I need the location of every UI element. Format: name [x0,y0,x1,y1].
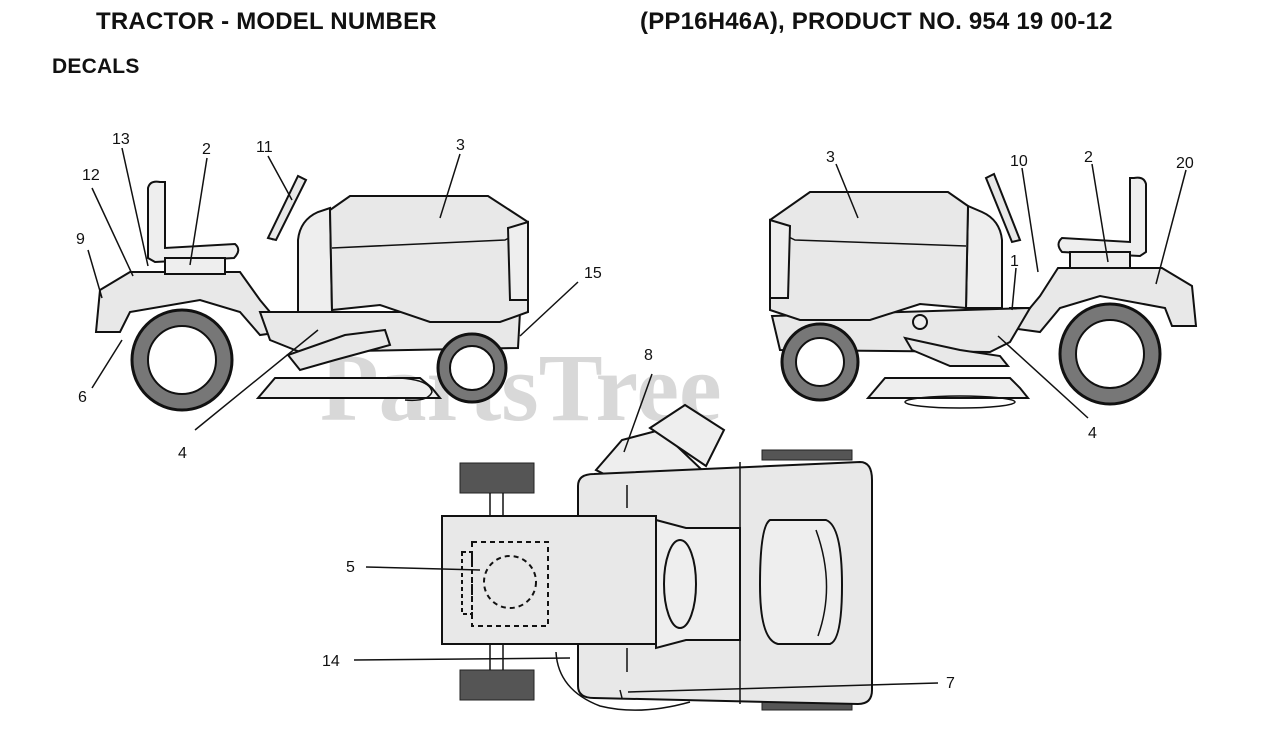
tractor-left-view: 13 2 11 3 12 9 15 6 4 [76,131,602,462]
decal-outline-tab [461,551,473,615]
rear-rim [1075,319,1145,389]
tractor-top-view: 8 5 14 7 [322,347,955,711]
front-axle [489,493,504,670]
deck-belt [904,395,1016,409]
callout-15: 15 [584,265,602,282]
grille [769,218,792,299]
callout-11: 11 [256,139,273,156]
steering-wheel [984,172,1022,244]
callout-12: 12 [82,167,100,184]
front-tire-top [459,462,535,494]
callout-3: 3 [456,137,465,154]
seat-base [1069,251,1131,269]
hood-top [441,515,657,645]
callout-9: 9 [76,231,85,248]
grille [506,220,529,301]
tractor-right-view: 3 10 2 20 1 4 [769,149,1198,442]
seat [1057,176,1147,258]
decal-outline [471,541,549,627]
callout-4-left: 4 [178,445,187,462]
callout-20: 20 [1176,155,1194,172]
hood [769,191,970,321]
callout-13: 13 [112,131,130,148]
callout-1: 1 [1010,253,1019,270]
callout-3-right: 3 [826,149,835,166]
gas-cap-outline [483,555,537,609]
seat-cushion-line [815,529,828,637]
seat [147,180,240,264]
callout-4-right: 4 [1088,425,1097,442]
mower-deck [255,377,443,399]
steering-wheel [266,174,308,242]
discharge-curve [555,651,691,711]
seat-base [164,257,226,275]
hood [328,195,529,323]
mower-deck [865,377,1031,399]
product-number: (PP16H46A), PRODUCT NO. 954 19 00-12 [640,8,1113,35]
rear-tire-top [761,449,853,461]
callout-2: 2 [202,141,211,158]
callout-5: 5 [346,559,355,576]
callout-10: 10 [1010,153,1028,170]
dash [964,204,1003,309]
front-rim [449,345,495,391]
seat-back-top [648,403,726,468]
section-title: DECALS [52,55,140,78]
front-rim [795,337,845,387]
callout-7: 7 [946,675,955,692]
callout-6: 6 [78,389,87,406]
lever-knob [912,314,928,330]
front-tire-bottom [459,669,535,701]
callout-8: 8 [644,347,653,364]
dash [297,206,334,313]
diagram-title: TRACTOR - MODEL NUMBER [96,8,437,35]
lift-lever [286,328,392,372]
deck-belt [399,377,433,402]
seat-cushion-top [758,519,844,645]
callout-14: 14 [322,653,340,670]
rear-rim [147,325,217,395]
mark [619,689,623,699]
lift-lever [902,336,1011,367]
callout-2-right: 2 [1084,149,1093,166]
steering-wheel-top [663,539,697,629]
